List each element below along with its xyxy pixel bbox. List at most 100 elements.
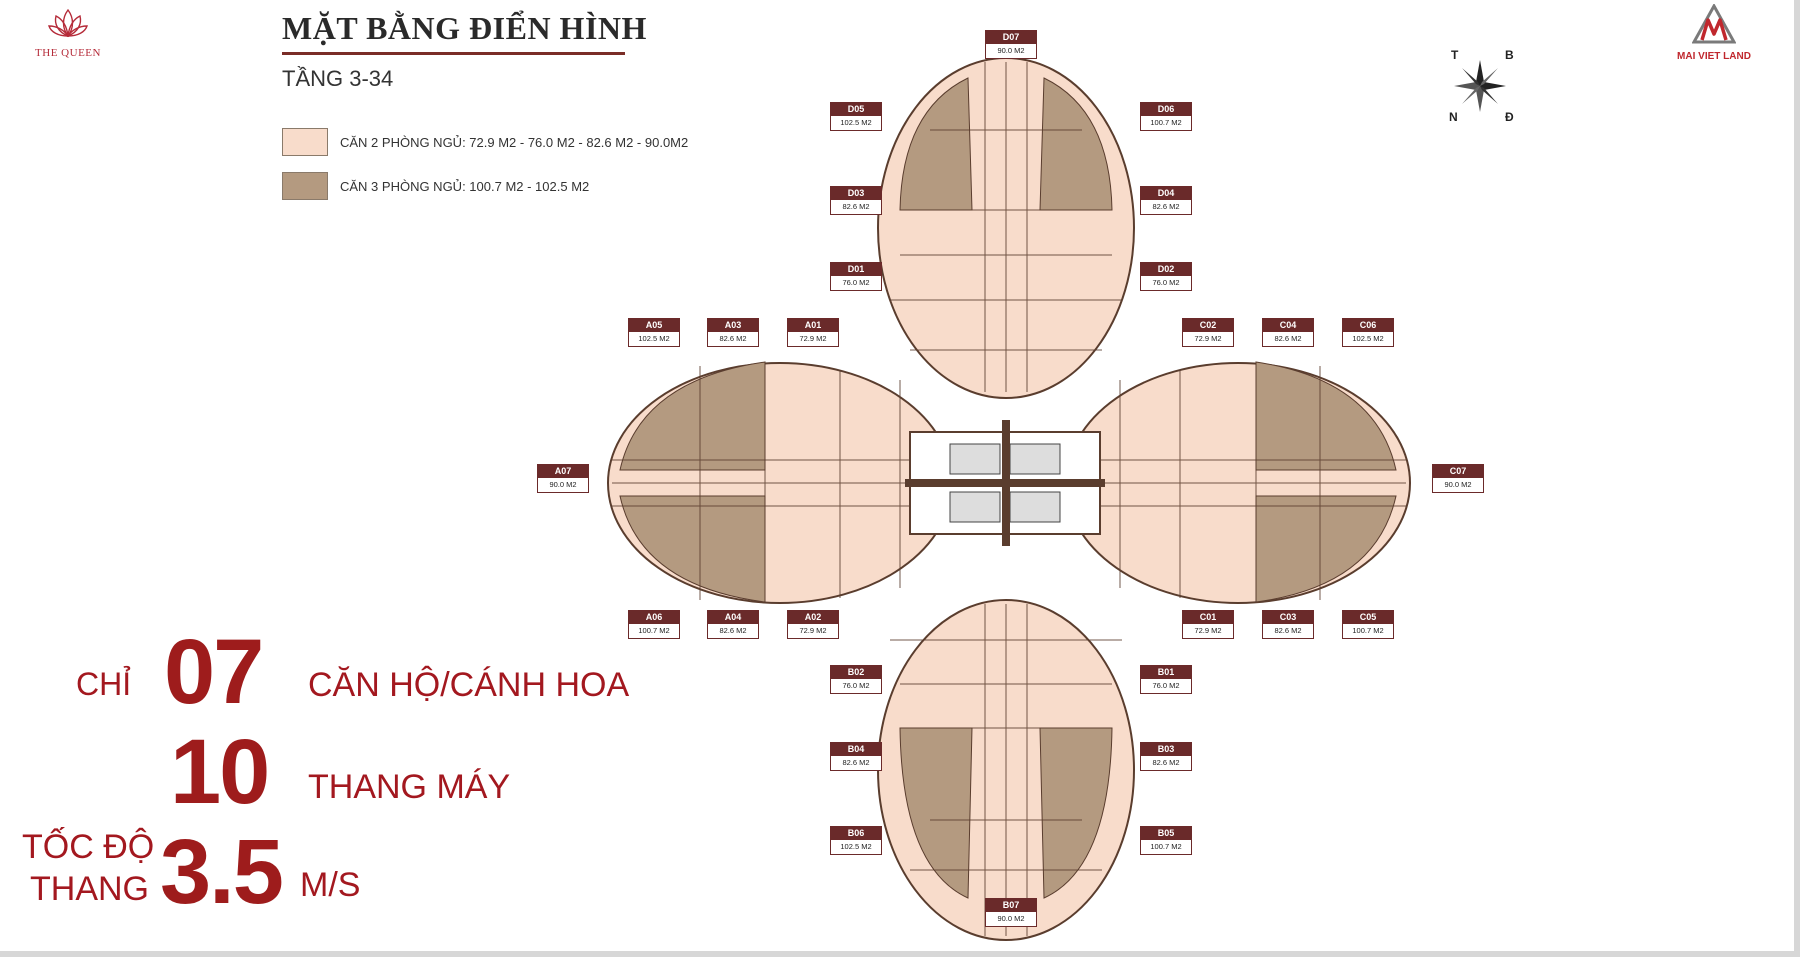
legend-label-3br: CĂN 3 PHÒNG NGỦ: 100.7 M2 - 102.5 M2 xyxy=(340,178,590,194)
stat-speed-label-2: THANG xyxy=(30,870,149,908)
grid-a xyxy=(612,364,948,602)
stat-elevators-number: 10 xyxy=(170,721,270,823)
unit-code: C03 xyxy=(1263,611,1313,624)
stat-speed-number: 3.5 xyxy=(160,821,284,923)
stat-units-number: 07 xyxy=(164,621,264,723)
unit-area: 72.9 M2 xyxy=(1194,334,1222,343)
unit-tag-c03: C03 82.6 M2 xyxy=(1262,610,1314,639)
stat-only-label: CHỈ xyxy=(76,666,132,702)
unit-tag-c01: C01 72.9 M2 xyxy=(1182,610,1234,639)
unit-area: 100.7 M2 xyxy=(638,626,670,635)
compass-d-label: Đ xyxy=(1505,110,1514,124)
zone-b05 xyxy=(1039,727,1113,899)
mai-viet-logo-icon xyxy=(1691,2,1737,44)
unit-area: 76.0 M2 xyxy=(842,681,870,690)
title-underline xyxy=(282,52,625,55)
grid-d xyxy=(890,62,1122,392)
stat-speed-label-1: TỐC ĐỘ xyxy=(22,828,155,866)
unit-code: A05 xyxy=(629,319,679,332)
unit-code: D02 xyxy=(1141,263,1191,276)
unit-area: 82.6 M2 xyxy=(1152,202,1180,211)
unit-area: 100.7 M2 xyxy=(1150,118,1182,127)
unit-code: C07 xyxy=(1433,465,1483,478)
unit-tag-c06: C06 102.5 M2 xyxy=(1342,318,1394,347)
unit-tag-d03: D03 82.6 M2 xyxy=(830,186,882,215)
unit-area: 90.0 M2 xyxy=(1444,480,1472,489)
stat-elevators-label: THANG MÁY xyxy=(308,768,511,806)
unit-tag-a05: A05 102.5 M2 xyxy=(628,318,680,347)
unit-code: D03 xyxy=(831,187,881,200)
the-queen-logo: THE QUEEN xyxy=(28,6,108,59)
unit-code: C01 xyxy=(1183,611,1233,624)
unit-code: A03 xyxy=(708,319,758,332)
compass-b-label: B xyxy=(1505,48,1514,62)
unit-code: C05 xyxy=(1343,611,1393,624)
unit-area: 72.9 M2 xyxy=(1194,626,1222,635)
unit-area: 102.5 M2 xyxy=(638,334,670,343)
compass-star-icon xyxy=(1454,60,1506,112)
unit-code: D01 xyxy=(831,263,881,276)
unit-code: A06 xyxy=(629,611,679,624)
central-core xyxy=(905,420,1105,546)
stat-speed-unit: M/S xyxy=(300,866,361,904)
unit-area: 82.6 M2 xyxy=(1152,758,1180,767)
legend-swatch-2br xyxy=(282,128,328,156)
brand-right-name: MAI VIET LAND xyxy=(1677,51,1751,62)
unit-area: 102.5 M2 xyxy=(840,842,872,851)
unit-code: C06 xyxy=(1343,319,1393,332)
grid-c xyxy=(1070,364,1406,602)
unit-area: 82.6 M2 xyxy=(842,758,870,767)
zone-b06 xyxy=(899,727,973,899)
unit-code: D07 xyxy=(986,31,1036,44)
unit-code: D04 xyxy=(1141,187,1191,200)
zone-d05 xyxy=(899,77,973,211)
unit-code: D06 xyxy=(1141,103,1191,116)
unit-area: 100.7 M2 xyxy=(1352,626,1384,635)
zone-c05 xyxy=(1255,495,1397,603)
unit-code: D05 xyxy=(831,103,881,116)
zone-d06 xyxy=(1039,77,1113,211)
lotus-logo-icon xyxy=(48,8,88,38)
brand-left-name: THE QUEEN xyxy=(35,47,101,59)
grid-b xyxy=(890,604,1122,936)
unit-tag-a06: A06 100.7 M2 xyxy=(628,610,680,639)
zone-c06 xyxy=(1255,361,1397,471)
unit-area: 72.9 M2 xyxy=(799,334,827,343)
page-title: MẶT BẰNG ĐIỂN HÌNH xyxy=(282,10,647,46)
unit-area: 82.6 M2 xyxy=(1274,334,1302,343)
unit-area: 76.0 M2 xyxy=(1152,278,1180,287)
compass-t-label: T xyxy=(1451,48,1459,62)
unit-area: 72.9 M2 xyxy=(799,626,827,635)
unit-tag-d06: D06 100.7 M2 xyxy=(1140,102,1192,131)
legend-label-2br: CĂN 2 PHÒNG NGỦ: 72.9 M2 - 76.0 M2 - 82.… xyxy=(340,134,689,150)
unit-area: 82.6 M2 xyxy=(842,202,870,211)
unit-code: A04 xyxy=(708,611,758,624)
unit-tag-d01: D01 76.0 M2 xyxy=(830,262,882,291)
unit-code: B05 xyxy=(1141,827,1191,840)
unit-area: 102.5 M2 xyxy=(1352,334,1384,343)
unit-tag-a01: A01 72.9 M2 xyxy=(787,318,839,347)
unit-tag-c07: C07 90.0 M2 xyxy=(1432,464,1484,493)
unit-area: 82.6 M2 xyxy=(1274,626,1302,635)
unit-code: B04 xyxy=(831,743,881,756)
unit-area: 90.0 M2 xyxy=(997,914,1025,923)
unit-code: A01 xyxy=(788,319,838,332)
unit-code: B07 xyxy=(986,899,1036,912)
unit-tag-d02: D02 76.0 M2 xyxy=(1140,262,1192,291)
unit-tag-b07: B07 90.0 M2 xyxy=(985,898,1037,927)
unit-tag-b03: B03 82.6 M2 xyxy=(1140,742,1192,771)
unit-code: B03 xyxy=(1141,743,1191,756)
unit-area: 76.0 M2 xyxy=(842,278,870,287)
legend-item-2br: CĂN 2 PHÒNG NGỦ: 72.9 M2 - 76.0 M2 - 82.… xyxy=(282,128,688,156)
unit-area: 90.0 M2 xyxy=(549,480,577,489)
zone-a05 xyxy=(619,361,766,471)
